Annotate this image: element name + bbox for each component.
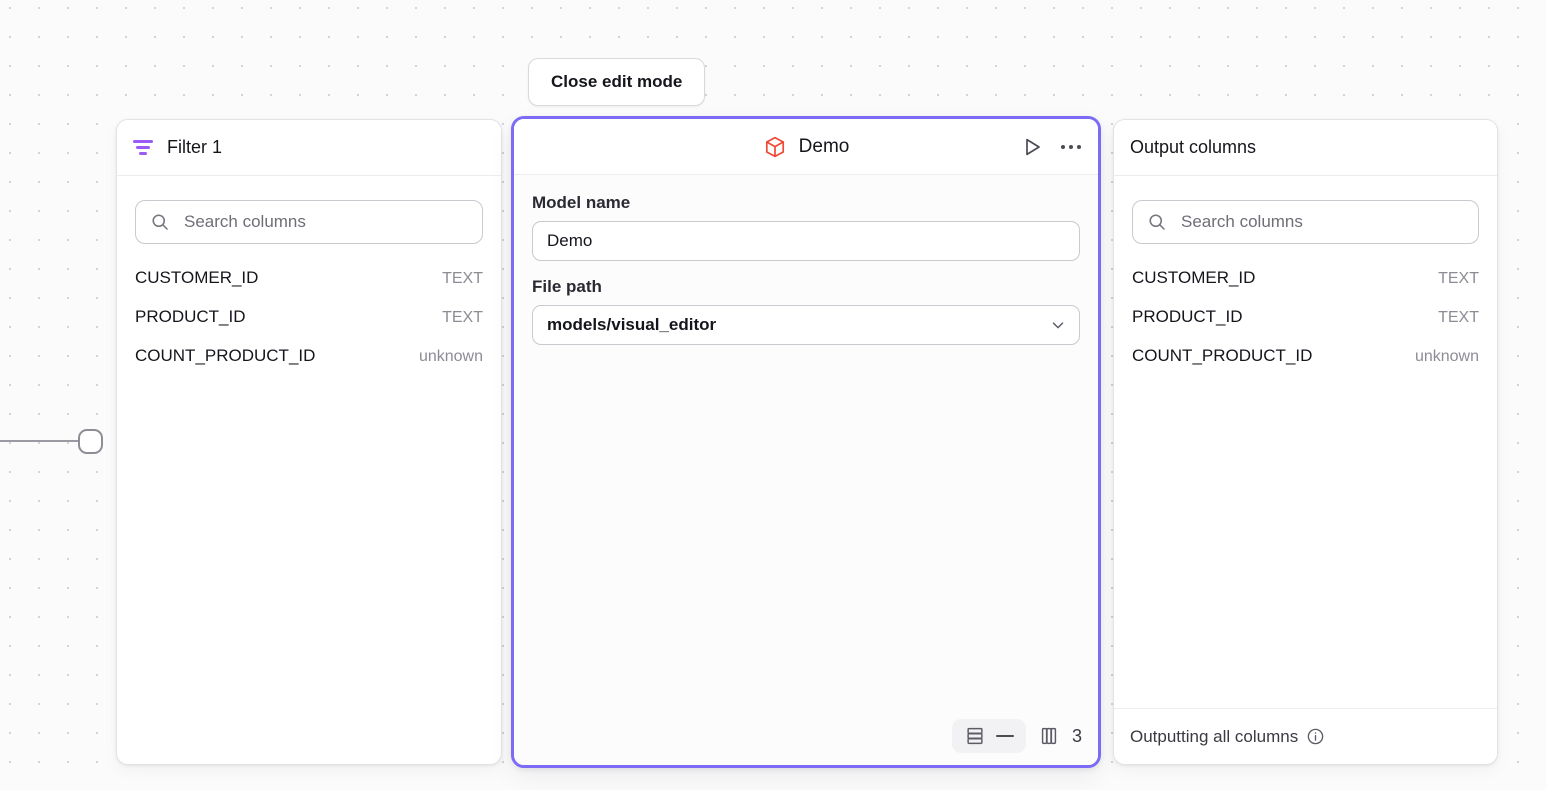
column-type: unknown (419, 348, 483, 366)
model-name-label: Model name (532, 193, 1080, 213)
rows-count-value (996, 735, 1014, 738)
demo-node-actions (1020, 119, 1084, 174)
more-options-icon[interactable] (1058, 135, 1084, 159)
column-name: PRODUCT_ID (135, 307, 246, 327)
demo-node-body: Model name Demo File path models/visual_… (514, 175, 1098, 765)
filter-node[interactable]: Filter 1 Search columns CUSTOMER_ID TEXT… (116, 119, 502, 765)
output-search-placeholder: Search columns (1181, 212, 1303, 232)
columns-count: 3 (1072, 726, 1082, 747)
column-type: TEXT (442, 270, 483, 288)
outputting-all-columns-label: Outputting all columns (1130, 727, 1298, 747)
filter-node-body: Search columns CUSTOMER_ID TEXT PRODUCT_… (117, 176, 501, 764)
column-name: CUSTOMER_ID (1132, 268, 1255, 288)
model-name-field[interactable]: Demo (532, 221, 1080, 261)
file-path-select[interactable]: models/visual_editor (532, 305, 1080, 345)
list-item[interactable]: COUNT_PRODUCT_ID unknown (1132, 346, 1479, 385)
rows-icon[interactable] (964, 725, 986, 747)
column-type: TEXT (1438, 270, 1479, 288)
output-columns-node[interactable]: Output columns Search columns CUSTOMER_I… (1113, 119, 1498, 765)
column-name: CUSTOMER_ID (135, 268, 258, 288)
list-item[interactable]: CUSTOMER_ID TEXT (1132, 268, 1479, 307)
info-icon[interactable] (1306, 727, 1325, 746)
list-item[interactable]: COUNT_PRODUCT_ID unknown (135, 346, 483, 385)
column-name: COUNT_PRODUCT_ID (1132, 346, 1312, 366)
chevron-down-icon (1049, 316, 1067, 334)
filter-icon (133, 138, 153, 158)
file-path-value: models/visual_editor (547, 315, 716, 335)
list-item[interactable]: PRODUCT_ID TEXT (135, 307, 483, 346)
close-edit-mode-button[interactable]: Close edit mode (528, 58, 705, 106)
column-type: unknown (1415, 348, 1479, 366)
cube-icon (763, 135, 787, 159)
column-name: COUNT_PRODUCT_ID (135, 346, 315, 366)
output-node-header[interactable]: Output columns (1114, 120, 1497, 176)
list-item[interactable]: CUSTOMER_ID TEXT (135, 268, 483, 307)
flow-edge (0, 440, 80, 442)
demo-model-node[interactable]: Demo Model name Demo File path models/vi… (511, 116, 1101, 768)
columns-icon[interactable] (1038, 725, 1060, 747)
output-node-title: Output columns (1130, 137, 1256, 158)
output-node-footer: Outputting all columns (1114, 708, 1497, 764)
rows-preview-group[interactable] (952, 719, 1026, 753)
search-icon (150, 212, 170, 232)
filter-node-title: Filter 1 (167, 137, 222, 158)
filter-column-list: CUSTOMER_ID TEXT PRODUCT_ID TEXT COUNT_P… (117, 268, 501, 385)
demo-node-header[interactable]: Demo (514, 119, 1098, 175)
filter-node-header[interactable]: Filter 1 (117, 120, 501, 176)
list-item[interactable]: PRODUCT_ID TEXT (1132, 307, 1479, 346)
run-icon[interactable] (1020, 135, 1044, 159)
demo-node-title: Demo (799, 136, 850, 158)
output-search-input[interactable]: Search columns (1132, 200, 1479, 244)
flow-edge-handle[interactable] (78, 429, 103, 454)
search-icon (1147, 212, 1167, 232)
output-node-body: Search columns CUSTOMER_ID TEXT PRODUCT_… (1114, 176, 1497, 708)
file-path-label: File path (532, 277, 1080, 297)
output-column-list: CUSTOMER_ID TEXT PRODUCT_ID TEXT COUNT_P… (1114, 268, 1497, 385)
column-type: TEXT (1438, 309, 1479, 327)
column-name: PRODUCT_ID (1132, 307, 1243, 327)
filter-search-placeholder: Search columns (184, 212, 306, 232)
demo-node-footer: 3 (952, 719, 1082, 753)
column-type: TEXT (442, 309, 483, 327)
filter-search-input[interactable]: Search columns (135, 200, 483, 244)
